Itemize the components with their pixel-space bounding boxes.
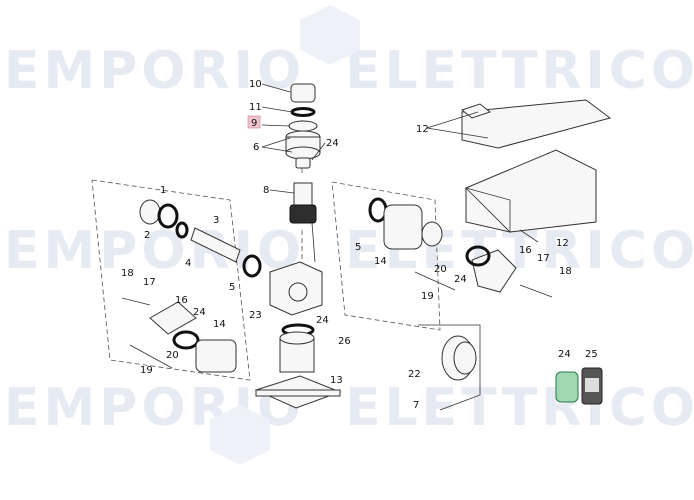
leader-6: [261, 146, 293, 153]
callout-3: 3: [213, 215, 219, 226]
callout-23: 23: [249, 310, 262, 321]
callout-20-left: 20: [166, 350, 179, 361]
part-3-spring: [190, 227, 241, 263]
callout-24-top: 24: [326, 138, 339, 149]
part-19-hose: [129, 344, 173, 369]
part-18-bolt: [121, 297, 151, 306]
middle-dashed-frame: [331, 181, 441, 331]
callout-25: 25: [585, 349, 598, 360]
bottle-label: [585, 378, 599, 392]
part-14-cylinder-right: [383, 204, 423, 250]
callout-14-left: 14: [213, 319, 226, 330]
watermark-hexagon: [210, 405, 270, 465]
part-16-flange-right: [471, 249, 517, 293]
part-16-flange: [149, 301, 197, 335]
housing-bore: [288, 282, 308, 302]
leader-10: [261, 83, 291, 93]
part-19-hose-right: [414, 271, 456, 291]
plate-edge: [255, 389, 341, 397]
part-18-bolt-right: [519, 284, 553, 298]
callout-14-right: 14: [374, 256, 387, 267]
leader-lines: [261, 83, 539, 243]
leader-12: [426, 111, 479, 129]
left-assembly: [121, 199, 262, 373]
leader-11: [261, 106, 293, 113]
callout-5-left: 5: [229, 282, 235, 293]
part-14-cylinder: [195, 339, 237, 373]
callout-24-right: 24: [454, 274, 467, 285]
pulley-frame: [418, 324, 481, 411]
box-edge: [464, 187, 511, 233]
part-bolt: [311, 222, 316, 263]
right-assembly: [368, 197, 553, 411]
part-24-bottle: [555, 371, 579, 403]
callout-12-box: 12: [556, 238, 569, 249]
callout-17-right: 17: [537, 253, 550, 264]
callout-24-mid: 24: [316, 315, 329, 326]
part-1-cap: [139, 199, 161, 225]
part-26-sleeve: [279, 337, 315, 373]
part-2-ring: [157, 203, 179, 229]
callout-24-left: 24: [193, 307, 206, 318]
watermark-word-2c: ELETTRICO: [345, 378, 694, 438]
part-10-bushing: [290, 83, 316, 103]
callout-9: 9: [251, 118, 257, 129]
part-4-oring: [175, 221, 189, 239]
part-7-pulley-hub: [453, 341, 477, 375]
callout-24-bottle: 24: [558, 349, 571, 360]
sleeve-top: [279, 331, 315, 345]
part-11-ring: [290, 107, 316, 117]
part-24-bushing: [295, 157, 311, 169]
leader-6: [261, 137, 291, 148]
part-fitting: [421, 221, 443, 247]
callout-16-left: 16: [175, 295, 188, 306]
box-cover: [460, 99, 612, 233]
callout-17-left: 17: [143, 277, 156, 288]
callout-7: 7: [413, 400, 419, 411]
callout-18-left: 18: [121, 268, 134, 279]
callout-22: 22: [408, 369, 421, 380]
spindle-stack: [285, 83, 321, 263]
callout-20-right: 20: [434, 264, 447, 275]
callout-6: 6: [253, 142, 259, 153]
callout-19-left: 19: [140, 365, 153, 376]
watermark-word-1b: EMPORIO: [4, 221, 305, 281]
watermark-word-1: EMPORIO: [4, 41, 305, 101]
callout-2: 2: [144, 230, 150, 241]
part-24-oring-left: [172, 330, 200, 350]
watermark-word-2: ELETTRICO: [345, 41, 694, 101]
callout-labels: 10 11 9 6 24 8 1 2 3 4 5 12 12 5 14 16 1…: [121, 79, 598, 411]
part-5-ring: [242, 254, 262, 278]
leader-8: [269, 189, 295, 194]
callout-4: 4: [185, 258, 191, 269]
callout-1: 1: [160, 185, 166, 196]
leader-12b: [519, 229, 539, 243]
callout-26: 26: [338, 336, 351, 347]
part-12-box: [465, 149, 597, 233]
callout-16-right: 16: [519, 245, 532, 256]
part-6-bearing-bottom: [285, 146, 321, 160]
callout-5-right: 5: [355, 242, 361, 253]
leader-12: [426, 127, 489, 139]
part-24-oring-right: [465, 245, 491, 267]
spare-bottles: [555, 367, 603, 405]
callout-10: 10: [249, 79, 262, 90]
callout-19-right: 19: [421, 291, 434, 302]
part-12-lid: [461, 99, 612, 149]
central-housing: [254, 261, 342, 409]
left-dashed-frame: [91, 179, 251, 381]
leader-24: [311, 142, 326, 161]
callout-13: 13: [330, 375, 343, 386]
watermark-hexagon: [300, 5, 360, 65]
callout-12-top: 12: [416, 124, 429, 135]
highlight-callout-9: [247, 115, 261, 129]
callout-8: 8: [263, 185, 269, 196]
part-8-gear: [289, 204, 317, 224]
callout-18-right: 18: [559, 266, 572, 277]
part-9-washer: [288, 120, 318, 132]
callout-11: 11: [249, 102, 262, 113]
leader-9: [261, 124, 291, 127]
